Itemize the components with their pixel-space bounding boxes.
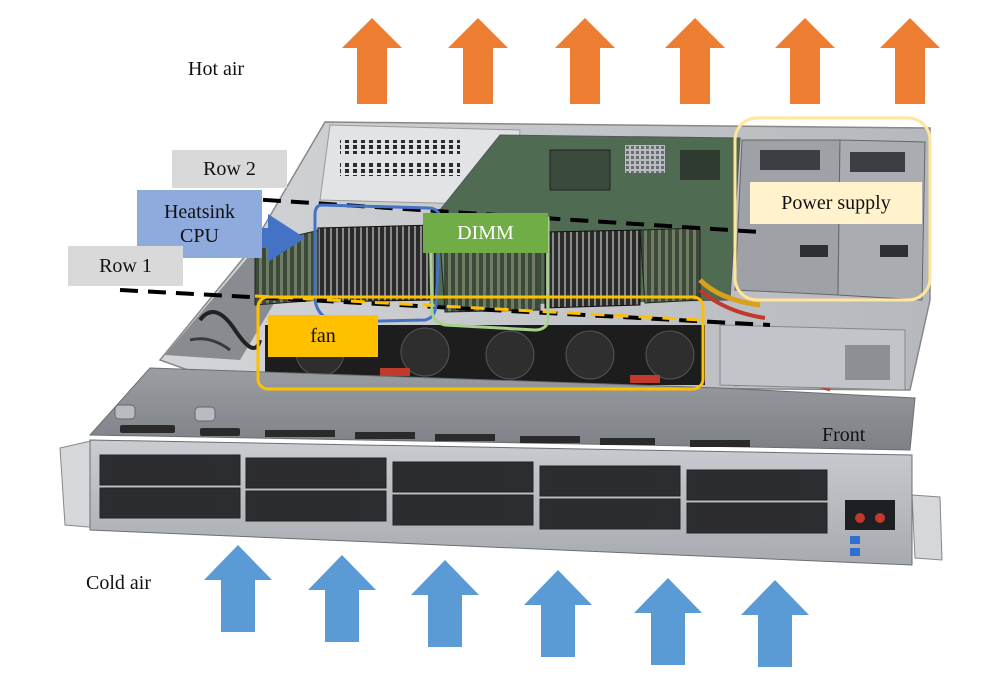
cold-air-arrow-4 bbox=[524, 570, 592, 657]
dimm-outline bbox=[428, 216, 550, 332]
row-2-label-box bbox=[172, 150, 287, 188]
dimm-label: DIMM bbox=[457, 221, 514, 244]
hot-air-arrow-2 bbox=[448, 18, 508, 104]
cold-air-arrow-6 bbox=[741, 580, 809, 667]
cold-air-arrow-3 bbox=[411, 560, 479, 647]
fan-row-dashed-line bbox=[254, 294, 701, 322]
front-label: Front bbox=[822, 424, 866, 446]
power-supply-label-box bbox=[750, 182, 922, 224]
cold-air-arrow-5 bbox=[634, 578, 702, 665]
heatsink-label-line1: Heatsink bbox=[163, 201, 236, 223]
heatsink-cpu-label: Heatsink CPU bbox=[137, 190, 262, 258]
row-2-label: Row 2 bbox=[203, 157, 256, 180]
hot-air-arrow-5 bbox=[775, 18, 835, 104]
heatsink-pointer-arrow bbox=[222, 214, 305, 262]
hot-air-arrow-1 bbox=[342, 18, 402, 104]
power-supply-label: Power supply bbox=[781, 191, 891, 214]
hot-air-arrows bbox=[342, 18, 940, 104]
hot-air-arrow-6 bbox=[880, 18, 940, 104]
row-1-label: Row 1 bbox=[99, 254, 152, 277]
cold-air-arrows bbox=[204, 545, 809, 667]
cold-air-label: Cold air bbox=[86, 572, 151, 594]
row-1-dashed-line bbox=[119, 288, 771, 327]
power-supply-outline bbox=[733, 116, 932, 302]
fan-outline bbox=[256, 295, 705, 391]
heatsink-label-line2: CPU bbox=[180, 225, 219, 247]
hot-air-arrow-4 bbox=[665, 18, 725, 104]
hot-air-label: Hot air bbox=[188, 58, 245, 80]
cold-air-arrow-1 bbox=[204, 545, 272, 632]
fan-label: fan bbox=[310, 324, 336, 347]
fan-label-box bbox=[268, 315, 378, 357]
hot-air-arrow-3 bbox=[555, 18, 615, 104]
cold-air-arrow-2 bbox=[308, 555, 376, 642]
row-1-label-box bbox=[68, 246, 183, 286]
dimm-label-box bbox=[423, 213, 548, 253]
